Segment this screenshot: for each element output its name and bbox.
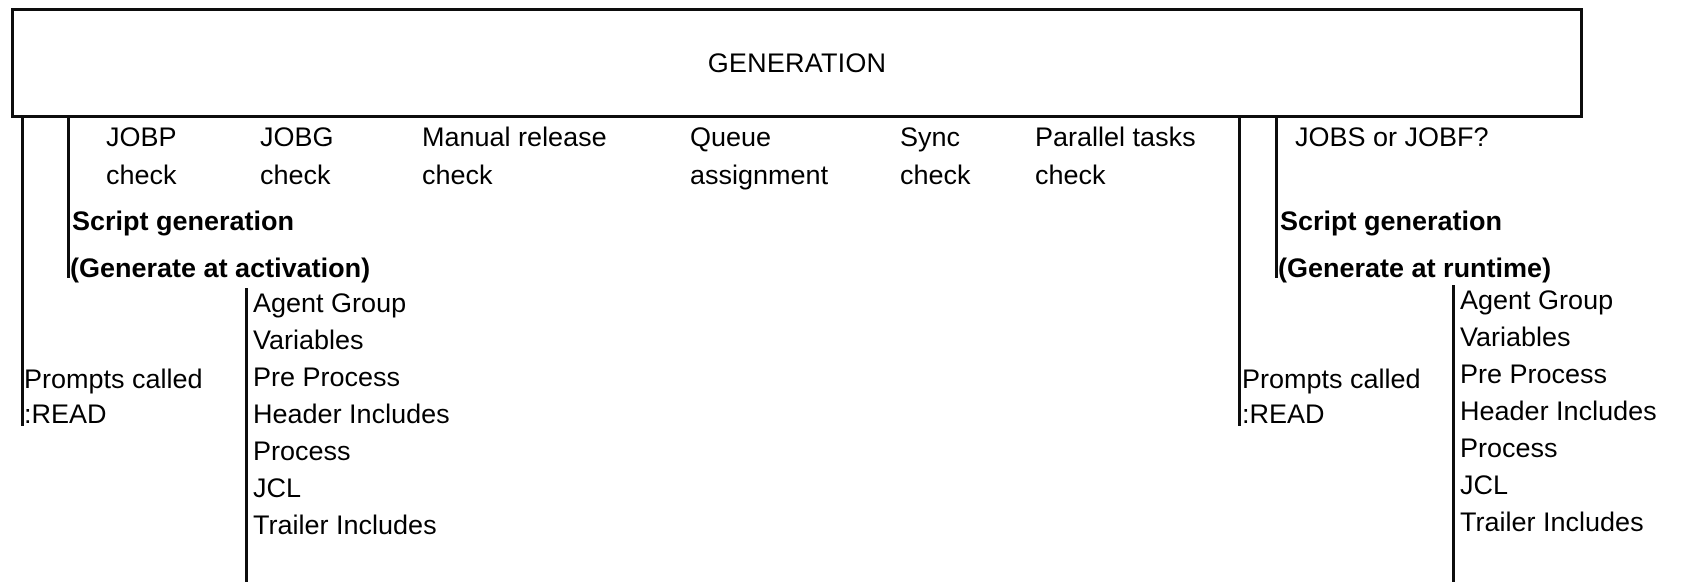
check-column-manual-release-line2: check: [422, 160, 493, 190]
list-item: Trailer Includes: [253, 510, 437, 540]
right-script-generation-heading-line1: Script generation: [1280, 206, 1503, 236]
check-column-manual-release: Manual release check: [422, 118, 607, 194]
left-outer-connector-line: [21, 118, 24, 426]
right-items-list: Agent Group Variables Pre Process Header…: [1460, 282, 1657, 541]
right-prompts-called-line2: :READ: [1242, 399, 1325, 429]
list-item: Pre Process: [1460, 359, 1608, 389]
list-item: Variables: [253, 325, 364, 355]
right-script-generation-heading-line2: (Generate at runtime): [1278, 253, 1552, 283]
list-item: Agent Group: [1460, 285, 1614, 315]
list-item: Process: [1460, 433, 1558, 463]
right-inner-connector-line: [1275, 118, 1278, 278]
right-outer-connector-line: [1238, 118, 1241, 426]
left-prompts-called-line2: :READ: [24, 399, 107, 429]
check-column-parallel-tasks: Parallel tasks check: [1035, 118, 1196, 194]
check-column-manual-release-line1: Manual release: [422, 122, 607, 152]
generation-box: GENERATION: [11, 8, 1583, 118]
check-column-sync-line1: Sync: [900, 122, 961, 152]
check-column-parallel-line2: check: [1035, 160, 1106, 190]
generation-title: GENERATION: [707, 47, 887, 78]
list-item: Trailer Includes: [1460, 507, 1644, 537]
check-column-jobg-line1: JOBG: [260, 122, 334, 152]
list-item: Header Includes: [1460, 396, 1657, 426]
check-column-queue-line2: assignment: [690, 160, 829, 190]
left-inner-connector-line: [67, 118, 70, 278]
list-item: Header Includes: [253, 399, 450, 429]
list-item: JCL: [253, 473, 302, 503]
list-item: Pre Process: [253, 362, 401, 392]
check-column-queue-assignment: Queue assignment: [690, 118, 828, 194]
right-items-connector-line: [1452, 285, 1455, 582]
check-column-sync: Sync check: [900, 118, 971, 194]
list-item: Variables: [1460, 322, 1571, 352]
check-column-jobp: JOBP check: [106, 118, 177, 194]
check-column-sync-line2: check: [900, 160, 971, 190]
check-column-jobp-line1: JOBP: [106, 122, 177, 152]
left-script-generation-heading-line1: Script generation: [72, 206, 295, 236]
check-column-jobg: JOBG check: [260, 118, 334, 194]
check-column-queue-line1: Queue: [690, 122, 772, 152]
list-item: JCL: [1460, 470, 1509, 500]
left-prompts-called-line1: Prompts called: [24, 364, 203, 394]
check-column-parallel-line1: Parallel tasks: [1035, 122, 1196, 152]
right-prompts-called-line1: Prompts called: [1242, 364, 1421, 394]
check-column-jobg-line2: check: [260, 160, 331, 190]
jobs-or-jobf-question: JOBS or JOBF?: [1295, 122, 1489, 152]
check-column-jobp-line2: check: [106, 160, 177, 190]
list-item: Agent Group: [253, 288, 407, 318]
left-items-connector-line: [245, 288, 248, 582]
left-script-generation-heading-line2: (Generate at activation): [70, 253, 371, 283]
list-item: Process: [253, 436, 351, 466]
left-items-list: Agent Group Variables Pre Process Header…: [253, 285, 450, 544]
